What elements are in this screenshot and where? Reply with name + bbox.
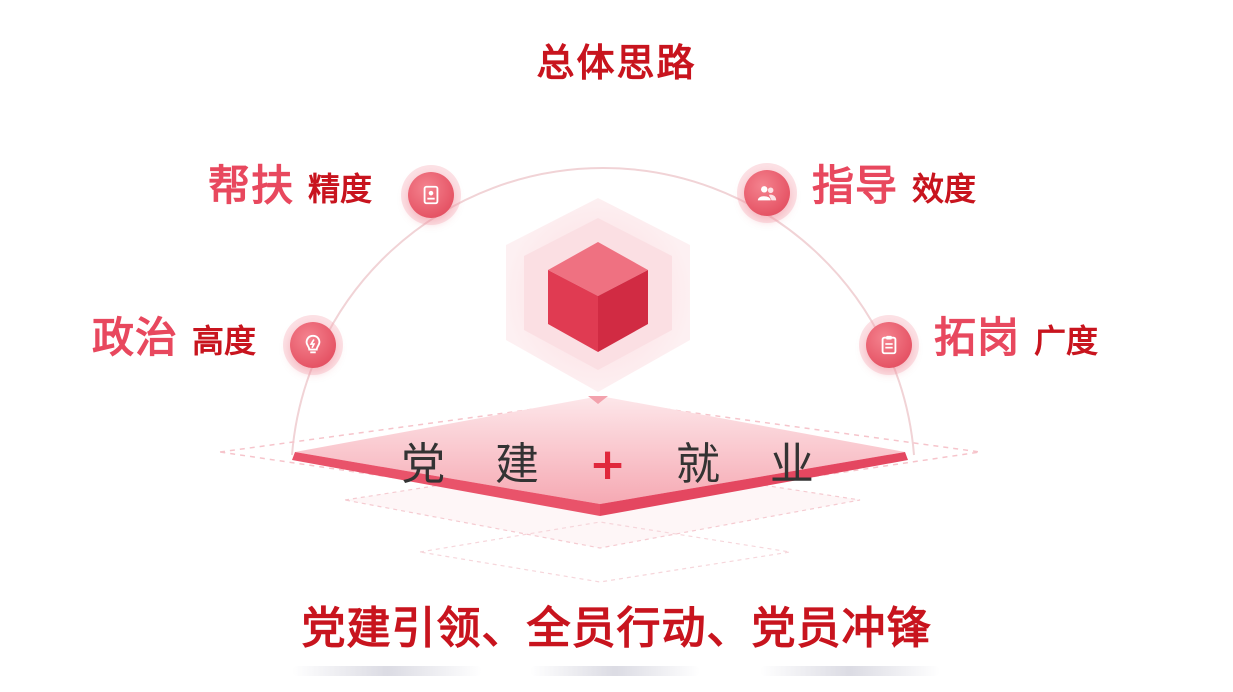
label-sub: 广度 [1034,322,1099,360]
label-sub: 精度 [308,170,373,208]
label-zhengzhi: 政治 高度 [92,304,256,365]
cube-left [548,270,598,352]
label-tuogang: 拓岗 广度 [934,304,1098,365]
layer-dashed-3 [419,521,791,583]
center-plus: + [589,439,644,490]
cube-top [548,242,648,296]
lightbulb-icon [305,334,321,354]
platform-edge-right [600,452,908,516]
blurred-text-2 [530,666,700,676]
people-icon [757,186,777,201]
cube-pointer [588,396,608,404]
id-badge-icon [423,185,439,205]
node-bangfu [408,172,454,218]
node-zhengzhi [290,322,336,368]
node-tuogang [866,322,912,368]
center-label: 党 建 + 就 业 [0,428,1233,492]
center-left: 党 建 [401,439,558,490]
label-main: 指导 [812,161,899,210]
label-bangfu: 帮扶 精度 [208,152,372,213]
label-sub: 高度 [192,322,257,360]
clipboard-icon [881,335,897,355]
node-zhidao [744,170,790,216]
page-title: 总体思路 [536,41,697,85]
blurred-text-3 [760,666,940,676]
cube-right [598,270,648,352]
outer-arc [291,166,915,456]
slogan: 党建引领、全员行动、党员冲锋 [301,603,932,654]
label-main: 政治 [92,313,179,362]
platform-top [295,396,905,504]
platform-edge-left [292,452,600,516]
label-zhidao: 指导 效度 [812,152,976,213]
center-right: 就 业 [675,439,832,490]
label-main: 拓岗 [934,313,1021,362]
blurred-text-1 [292,666,482,676]
label-main: 帮扶 [208,161,295,210]
label-sub: 效度 [912,170,977,208]
